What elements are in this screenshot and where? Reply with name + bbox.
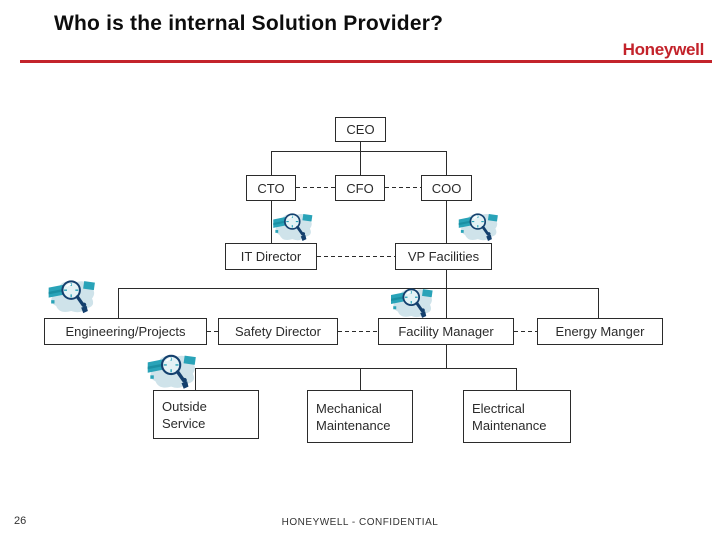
org-node-label: Energy Manger — [555, 324, 645, 339]
org-node-label: CFO — [346, 180, 374, 196]
org-node-safety-director: Safety Director — [218, 318, 338, 345]
connector-dashed-line — [385, 187, 421, 188]
org-node-label: VP Facilities — [407, 249, 480, 264]
connector-line — [446, 345, 447, 368]
connector-line — [118, 288, 119, 318]
magnifying-glass-clipart-icon — [389, 287, 435, 319]
org-node-label: Safety Director — [235, 324, 321, 339]
org-node-label-line2: Maintenance — [316, 417, 391, 433]
org-node-label: IT Director — [240, 249, 302, 264]
org-node-electrical-maintenance: Electrical Maintenance — [463, 390, 571, 443]
page-number: 26 — [14, 515, 27, 527]
connector-line — [360, 142, 361, 151]
org-node-label: CEO — [346, 122, 375, 137]
connector-dashed-line — [514, 331, 537, 332]
org-node-label-line2: Service — [162, 415, 206, 431]
connector-dashed-line — [317, 256, 395, 257]
connector-line — [195, 368, 196, 390]
org-node-coo: COO — [421, 175, 472, 201]
org-node-ceo: CEO — [335, 117, 386, 142]
connector-line — [598, 288, 599, 318]
org-node-label: Facility Manager — [398, 324, 494, 339]
connector-line — [360, 368, 361, 390]
connector-line — [516, 368, 517, 390]
magnifying-glass-clipart-icon — [47, 279, 97, 315]
connector-line — [446, 151, 447, 175]
org-node-label: COO — [431, 180, 462, 196]
org-node-label-line2: Maintenance — [472, 417, 547, 433]
connector-line — [195, 368, 516, 369]
org-node-label: Engineering/Projects — [65, 324, 186, 339]
connector-line — [446, 201, 447, 243]
connector-line — [118, 288, 598, 289]
org-node-it-director: IT Director — [225, 243, 317, 270]
header-rule — [20, 60, 712, 63]
magnifying-glass-clipart-icon — [457, 212, 500, 242]
connector-line — [271, 201, 272, 243]
connector-dashed-line — [296, 187, 335, 188]
connector-dashed-line — [207, 331, 218, 332]
connector-line — [446, 270, 447, 318]
org-node-label-line1: Electrical — [472, 400, 525, 416]
connector-dashed-line — [338, 331, 378, 332]
org-node-label-line1: Outside — [162, 398, 207, 414]
org-node-outside-service: Outside Service — [153, 390, 259, 439]
connector-line — [360, 151, 361, 175]
org-node-label-line1: Mechanical — [316, 400, 382, 416]
connector-line — [271, 151, 447, 152]
org-node-engineering-projects: Engineering/Projects — [44, 318, 207, 345]
org-node-mechanical-maintenance: Mechanical Maintenance — [307, 390, 413, 443]
org-node-energy-manager: Energy Manger — [537, 318, 663, 345]
org-node-label: CTO — [257, 180, 285, 196]
honeywell-logo: Honeywell — [622, 40, 705, 59]
confidential-label: HONEYWELL - CONFIDENTIAL — [281, 517, 439, 528]
org-node-vp-facilities: VP Facilities — [395, 243, 492, 270]
connector-line — [271, 151, 272, 175]
slide-title: Who is the internal Solution Provider? — [54, 12, 444, 35]
magnifying-glass-clipart-icon — [271, 212, 314, 242]
org-node-facility-manager: Facility Manager — [378, 318, 514, 345]
magnifying-glass-clipart-icon — [146, 353, 198, 391]
org-node-cfo: CFO — [335, 175, 385, 201]
org-node-cto: CTO — [246, 175, 296, 201]
